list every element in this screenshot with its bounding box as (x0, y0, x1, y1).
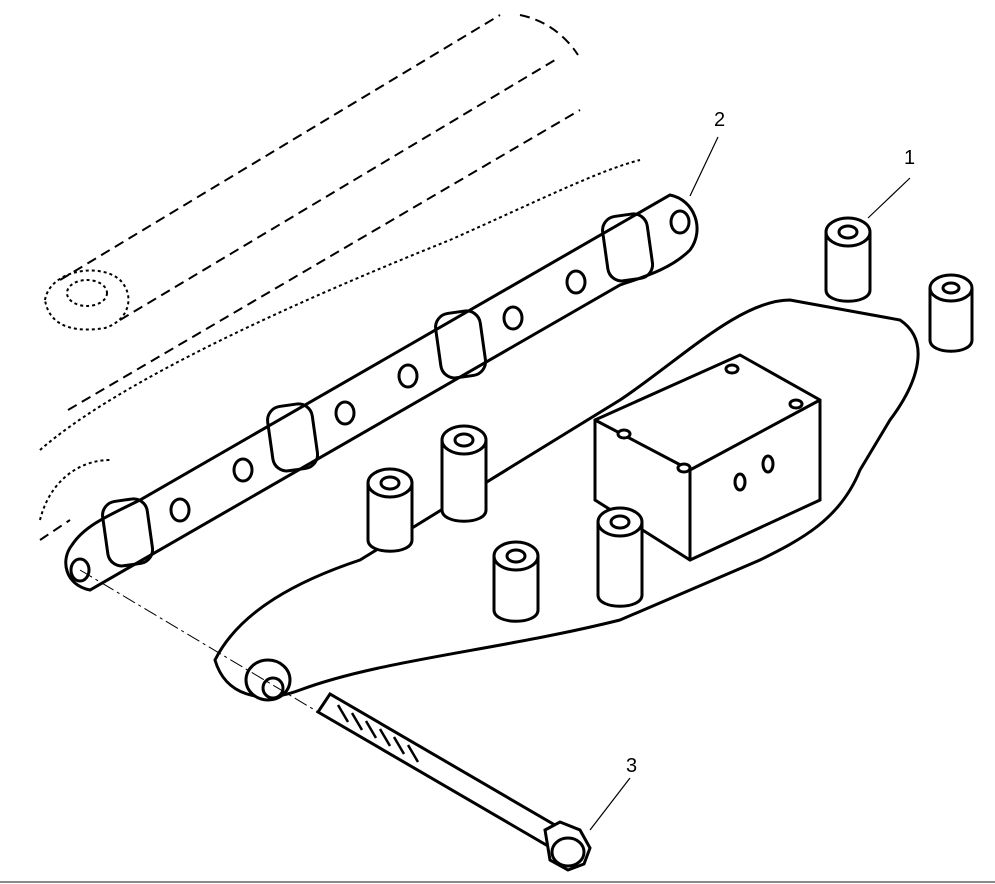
mounting-boss (824, 216, 872, 303)
bottom-rule (0, 881, 995, 883)
exhaust-manifold (213, 216, 974, 702)
leader-lines (589, 136, 911, 831)
callout-2-label: 2 (714, 109, 726, 131)
end-boss (244, 658, 292, 702)
cylinder-head-outline (39, 14, 581, 541)
mounting-boss (440, 424, 488, 523)
callout-3-label: 3 (626, 755, 638, 777)
mounting-boss (928, 273, 974, 353)
engine-port-outline (39, 159, 641, 521)
mounting-boss (366, 467, 414, 553)
bolt (315, 691, 592, 872)
assembly-centerline (79, 569, 319, 713)
mounting-boss (596, 506, 644, 608)
callout-1-label: 1 (904, 147, 916, 169)
gasket (64, 193, 699, 592)
mounting-boss (492, 540, 540, 623)
